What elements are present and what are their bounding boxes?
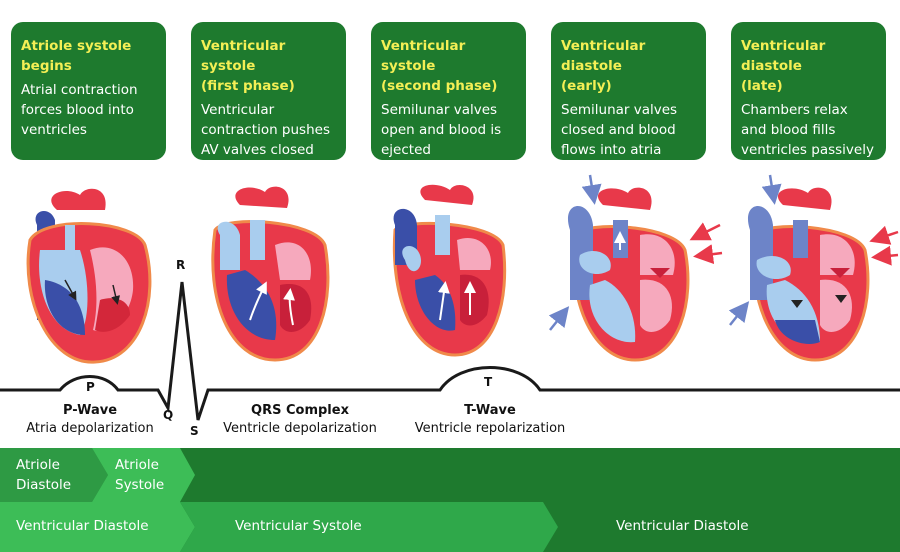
stage-title: Ventricular diastole(late) [741,38,826,94]
heart-icon [567,187,690,362]
ventricular-systole-segment [180,502,558,552]
heart-icon [392,184,507,357]
ventricular-diastole-last-label: Ventricular Diastole [616,518,749,534]
qrs-description: Ventricle depolarization [223,421,377,436]
ecg-trace [0,281,900,421]
ecg-r-label: R [176,258,186,272]
t-wave-caption: T-Wave Ventricle repolarization [395,402,585,438]
p-wave-title: P-Wave [62,403,118,418]
p-wave-caption: P-Wave Atria depolarization [10,402,170,438]
stage-card-ventricular-systole-first: Ventricular systole(first phase) Ventric… [191,22,346,160]
qrs-caption: QRS Complex Ventricle depolarization [205,402,395,438]
ecg-t-label: T [484,375,493,389]
qrs-title: QRS Complex [251,403,349,418]
t-wave-description: Ventricle repolarization [414,421,566,436]
ventricular-diastole-first-label: Ventricular Diastole [16,518,149,534]
ecg-s-label: S [190,424,199,438]
ventricular-systole-label: Ventricular Systole [235,518,362,534]
ventricular-phase-bar [0,502,900,552]
stage-title: Ventricular systole(first phase) [201,38,295,94]
stage-title: Ventricular diastole(early) [561,38,646,94]
heart-cycle-illustration [0,174,900,421]
ventricular-diastole-first-segment [0,502,195,552]
ecg-p-label: P [86,380,95,394]
heart-icon [211,186,330,362]
stage-title: Ventricular systole(second phase) [381,38,498,94]
stage-card-ventricular-diastole-late: Ventricular diastole(late) Chambers rela… [731,22,886,160]
heart-icon [747,187,870,362]
stage-card-ventricular-diastole-early: Ventricular diastole(early) Semilunar va… [551,22,706,160]
heart-icon [26,188,152,364]
p-wave-description: Atria depolarization [26,421,154,436]
stage-card-ventricular-systole-second: Ventricular systole(second phase) Semilu… [371,22,526,160]
atrial-phase-bar [0,448,900,502]
atrial-systole-segment [92,448,195,502]
atrial-diastole-segment [0,448,108,502]
ecg-q-label: Q [163,408,174,422]
t-wave-title: T-Wave [464,403,516,418]
